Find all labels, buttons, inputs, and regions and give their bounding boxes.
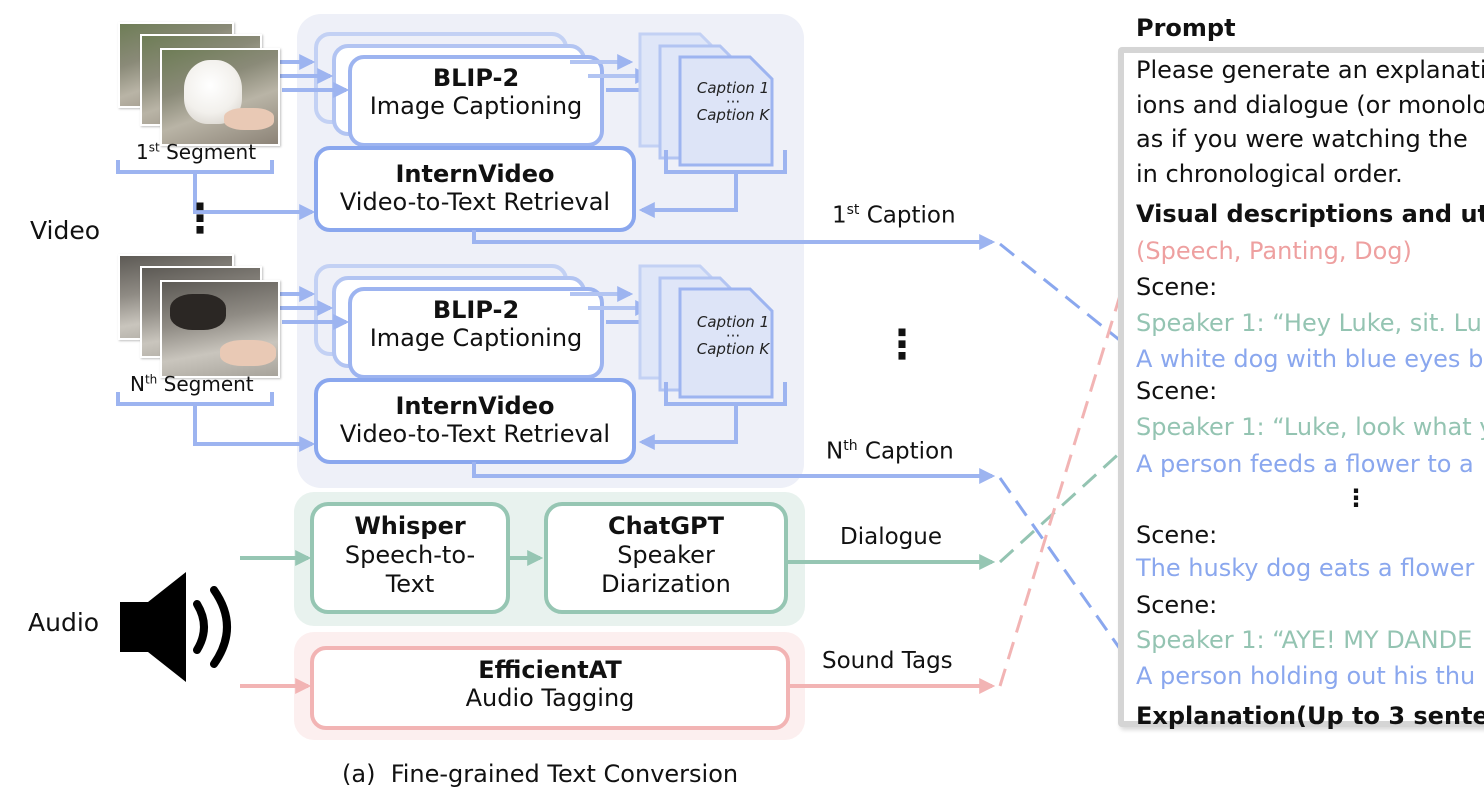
connector-1st-caption — [999, 242, 1133, 352]
caption-1-text-n: Caption 1 — [696, 313, 770, 331]
prompt-instruction-line-1: Please generate an explanati — [1136, 56, 1484, 84]
chatgpt-box — [544, 502, 788, 614]
prompt-ellipsis: ⋮ — [1344, 484, 1368, 512]
hand-image-n — [220, 340, 276, 366]
internvideo-title-1: InternVideo — [395, 160, 555, 188]
connector-sound-tags — [998, 249, 1136, 687]
segment-n-label: Nth Segment — [130, 372, 254, 396]
prompt-scene-4-label: Scene: — [1136, 591, 1218, 619]
blip2-label-1: BLIP-2 Image Captioning — [350, 64, 602, 120]
speaker-icon — [120, 572, 231, 682]
caption-k-text-n: Caption K — [696, 340, 770, 358]
prompt-sound-tags: (Speech, Panting, Dog) — [1136, 237, 1412, 265]
subfigure-caption: (a) Fine-grained Text Conversion — [342, 760, 739, 788]
blip2-sub-1: Image Captioning — [369, 92, 583, 120]
hand-image — [224, 108, 274, 130]
connector-nth-caption — [998, 477, 1134, 667]
blip2-label-n: BLIP-2 Image Captioning — [350, 296, 602, 352]
chatgpt-sub-1: Speaker — [617, 541, 715, 569]
blip2-box-n — [348, 287, 604, 379]
sound-tags-output-label: Sound Tags — [822, 648, 953, 674]
prompt-scene-1-speech: Speaker 1: “Hey Luke, sit. Lu — [1136, 309, 1482, 337]
whisper-sub-2: Text — [385, 570, 435, 598]
prompt-scene-1-caption: A white dog with blue eyes b — [1136, 345, 1484, 373]
audio-label: Audio — [28, 608, 100, 637]
prompt-instruction-line-2: ions and dialogue (or monolo — [1136, 91, 1484, 119]
caption-1-text: Caption 1 — [696, 79, 770, 97]
internvideo-sub-n: Video-to-Text Retrieval — [339, 420, 611, 448]
caption-doc-n — [678, 287, 774, 399]
prompt-scene-4-speech: Speaker 1: “AYE! MY DANDE — [1136, 626, 1473, 654]
blip2-sub-n: Image Captioning — [369, 324, 583, 352]
prompt-scene-1-label: Scene: — [1136, 273, 1218, 301]
blip2-title-n: BLIP-2 — [432, 296, 520, 324]
prompt-scene-2-speech: Speaker 1: “Luke, look what y — [1136, 413, 1484, 441]
prompt-explanation-title: Explanation(Up to 3 senten — [1136, 702, 1484, 730]
vertical-ellipsis-segments: ⋮ — [180, 196, 220, 242]
efficientat-label: EfficientAT Audio Tagging — [312, 656, 788, 712]
video-label: Video — [30, 216, 101, 245]
chatgpt-label: ChatGPT Speaker Diarization — [546, 512, 786, 599]
efficientat-sub: Audio Tagging — [465, 684, 635, 712]
caption-doc-1 — [678, 55, 774, 167]
segment-1-label: 1st Segment — [136, 140, 257, 164]
whisper-title: Whisper — [354, 512, 466, 540]
middle-ellipsis: ⋮ — [882, 322, 922, 368]
chatgpt-title: ChatGPT — [607, 512, 725, 540]
prompt-scene-2-label: Scene: — [1136, 377, 1218, 405]
prompt-scene-4-caption: A person holding out his thu — [1136, 662, 1476, 690]
prompt-scene-3-label: Scene: — [1136, 521, 1218, 549]
segment-n-frame-front — [160, 280, 280, 378]
internvideo-label-1: InternVideo Video-to-Text Retrieval — [316, 160, 634, 216]
caption-dots-text: ··· — [725, 93, 741, 111]
prompt-panel — [1118, 47, 1484, 727]
caption-k-text: Caption K — [696, 106, 770, 124]
prompt-header: Prompt — [1136, 14, 1236, 42]
connector-dialogue — [998, 438, 1136, 564]
blip2-title-1: BLIP-2 — [432, 64, 520, 92]
prompt-section-title: Visual descriptions and utt — [1136, 200, 1484, 228]
segment-1-frame-front — [160, 48, 280, 146]
dog-image — [170, 294, 226, 330]
prompt-scene-3-caption: The husky dog eats a flower — [1136, 554, 1475, 582]
caption-1-output-label: 1st Caption — [832, 202, 956, 229]
caption-doc-text-1: Caption 1 ··· Caption K — [686, 80, 780, 124]
prompt-scene-2-caption: A person feeds a flower to a — [1136, 450, 1474, 478]
internvideo-label-n: InternVideo Video-to-Text Retrieval — [316, 392, 634, 448]
caption-n-output-label: Nth Caption — [826, 438, 954, 465]
caption-dots-text-n: ··· — [725, 327, 741, 345]
caption-doc-text-n: Caption 1 ··· Caption K — [686, 314, 780, 358]
internvideo-sub-1: Video-to-Text Retrieval — [339, 188, 611, 216]
chatgpt-sub-2: Diarization — [601, 570, 731, 598]
blip2-box-1 — [348, 55, 604, 147]
prompt-instruction-line-4: in chronological order. — [1136, 160, 1403, 188]
internvideo-title-n: InternVideo — [395, 392, 555, 420]
prompt-instruction-line-3: as if you were watching the — [1136, 125, 1468, 153]
dialogue-output-label: Dialogue — [840, 524, 942, 550]
whisper-sub-1: Speech-to- — [344, 541, 476, 569]
efficientat-title: EfficientAT — [478, 656, 622, 684]
whisper-label: Whisper Speech-to- Text — [312, 512, 508, 599]
